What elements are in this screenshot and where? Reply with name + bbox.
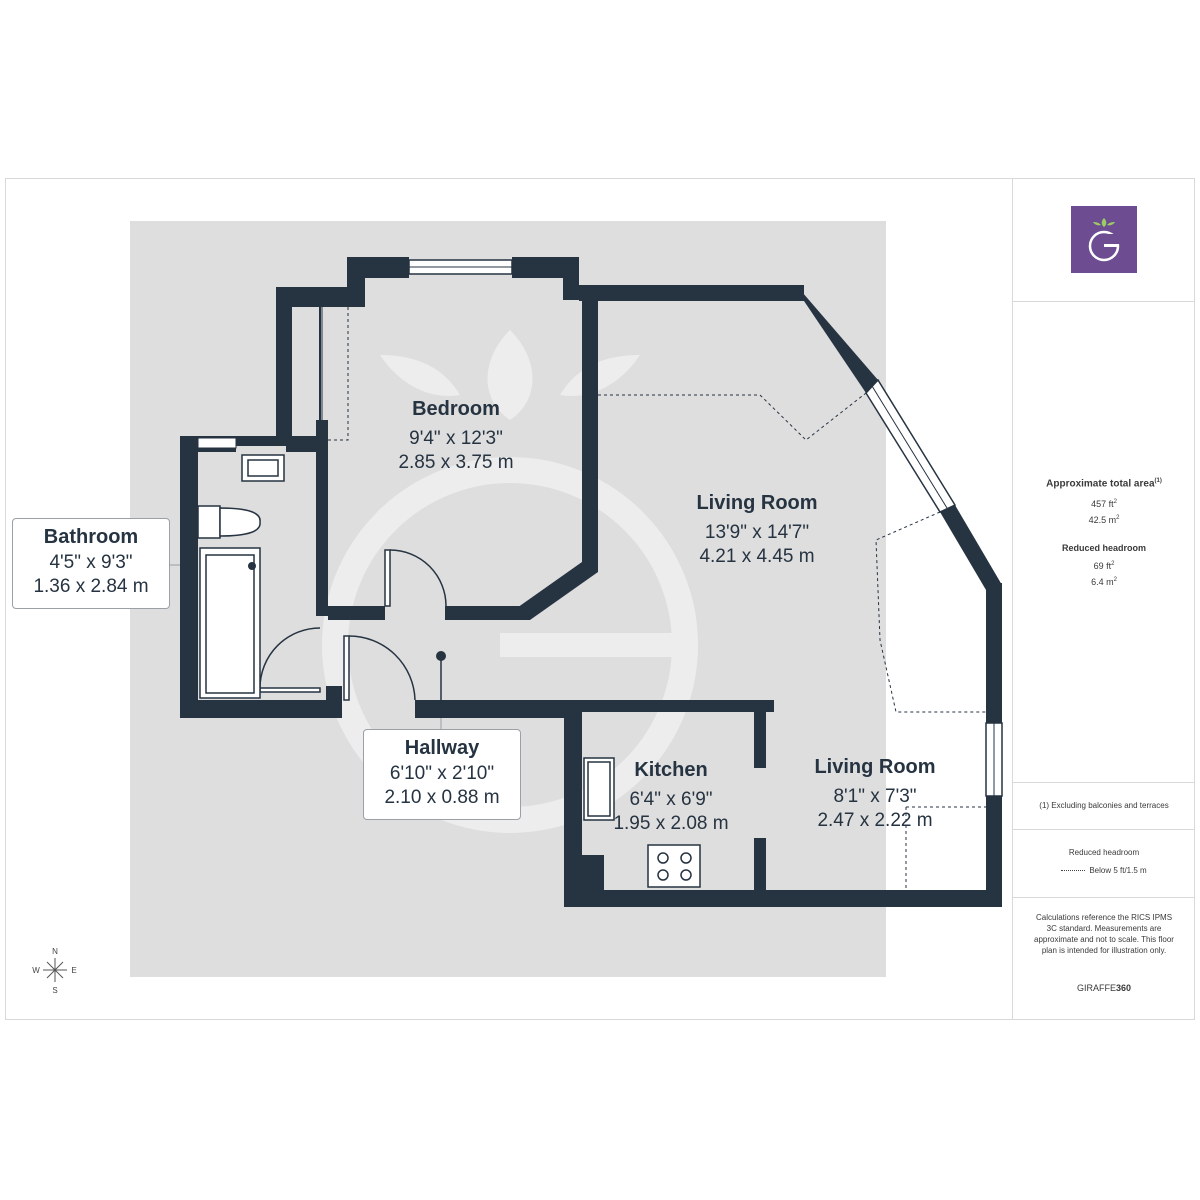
compass-s: S — [52, 986, 57, 995]
sensors — [248, 562, 446, 700]
hallway-metric: 2.10 x 0.88 m — [384, 787, 500, 808]
kitchen-metric: 1.95 x 2.08 m — [613, 813, 728, 834]
legend-item: Below 5 ft/1.5 m — [1013, 865, 1195, 876]
living-room-metric: 4.21 x 4.45 m — [699, 546, 814, 567]
sidebar-divider — [1012, 178, 1013, 1020]
brand-logo-icon — [1088, 218, 1124, 262]
footnote: (1) Excluding balconies and terraces — [1039, 801, 1169, 810]
living-room-name: Living Room — [696, 492, 817, 514]
reduced-headroom-title: Reduced headroom — [1061, 543, 1146, 553]
bedroom-name: Bedroom — [412, 398, 500, 420]
total-area-ft: 457 ft2 — [1091, 499, 1117, 509]
hallway-imperial: 6'10" x 2'10" — [389, 763, 495, 784]
label-connectors — [170, 564, 442, 730]
bedroom-metric: 2.85 x 3.75 m — [398, 452, 513, 473]
hallway-name: Hallway — [404, 737, 480, 759]
watermark-logo — [322, 330, 698, 833]
walls — [180, 257, 1002, 907]
sidebar-separator — [1012, 301, 1195, 302]
disclaimer: Calculations reference the RICS IPMS 3C … — [1034, 913, 1174, 955]
legend-title: Reduced headroom — [1068, 848, 1140, 857]
kitchen-imperial: 6'4" x 6'9" — [629, 789, 712, 810]
reduced-headroom-lines — [328, 307, 986, 890]
bathroom-metric: 1.36 x 2.84 m — [33, 576, 149, 597]
compass-icon — [43, 958, 67, 982]
compass-n: N — [52, 947, 58, 956]
total-area-title: Approximate total area(1) — [1046, 478, 1162, 490]
total-area-m: 42.5 m2 — [1088, 515, 1120, 525]
compass-e: E — [71, 966, 76, 975]
living-room-2-metric: 2.47 x 2.22 m — [817, 810, 932, 831]
brand-logo — [1071, 206, 1137, 273]
sidebar-separator — [1012, 829, 1195, 830]
fixtures — [197, 300, 701, 888]
bathroom-label: Bathroom 4'5" x 9'3" 1.36 x 2.84 m — [12, 518, 170, 609]
reduced-headroom-m: 6.4 m2 — [1091, 577, 1117, 587]
bedroom-imperial: 9'4" x 12'3" — [409, 428, 503, 449]
living-room-imperial: 13'9" x 14'7" — [705, 522, 809, 543]
bathroom-imperial: 4'5" x 9'3" — [49, 552, 133, 573]
sidebar-separator — [1012, 897, 1195, 898]
sidebar-separator — [1012, 782, 1195, 783]
windows — [197, 259, 1003, 797]
hallway-label: Hallway 6'10" x 2'10" 2.10 x 0.88 m — [363, 729, 521, 820]
living-room-2-name: Living Room — [814, 756, 935, 778]
legend-dotted-line — [1061, 870, 1086, 872]
living-room-2-imperial: 8'1" x 7'3" — [833, 786, 916, 807]
kitchen-name: Kitchen — [634, 759, 707, 781]
brand-name: GIRAFFE360 — [1076, 983, 1132, 993]
bathroom-name: Bathroom — [43, 526, 139, 548]
compass-w: W — [32, 966, 40, 975]
reduced-headroom-ft: 69 ft2 — [1093, 561, 1115, 571]
